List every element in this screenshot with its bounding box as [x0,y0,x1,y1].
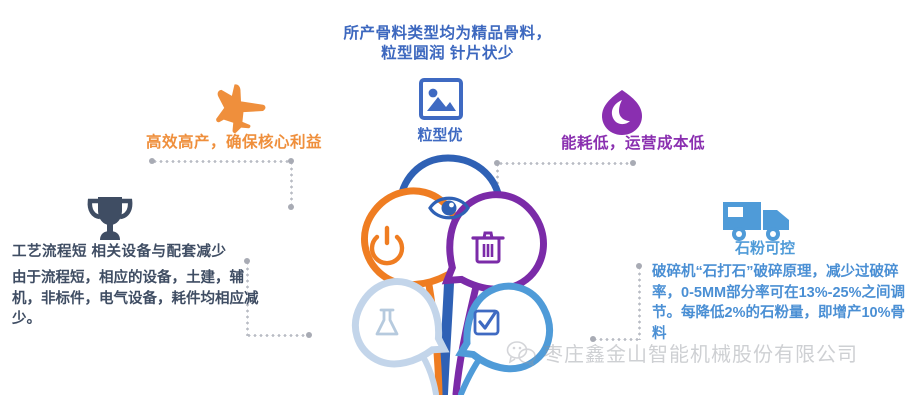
connector-left-top-horizontal [152,160,292,163]
top-center-headline: 所产骨料类型均为精品骨料，粒型圆润 针片状少 [343,25,552,62]
connector-node [244,258,250,264]
connector-left-bottom-vertical [246,260,249,336]
checkbox-icon [473,309,500,336]
truck-icon [723,202,789,241]
connector-left-top-vertical [290,160,293,208]
connector-node [630,160,636,166]
far-right-body: 破碎机“石打石”破碎原理，减少过破碎率，0-5MM部分率可在13%-25%之间调… [652,264,905,342]
trash-icon [471,231,505,264]
left-top-headline: 高效高产，确保核心利益 [146,134,323,151]
petal-flower-graphic [351,154,554,395]
connector-node [288,158,294,164]
connector-node [306,332,312,338]
airplane-icon [216,84,266,133]
connector-node [636,263,642,269]
connector-right-top-horizontal [498,162,633,165]
leaf-icon [602,90,642,135]
right-top-headline: 能耗低，运营成本低 [561,135,706,152]
power-icon [369,225,405,266]
trophy-icon [87,197,133,240]
far-left-headline: 工艺流程短 相关设备与配套减少 [12,244,227,260]
top-center-label: 粒型优 [417,127,463,144]
connector-node [149,158,155,164]
connector-node [590,336,596,342]
connector-node [494,160,500,166]
image-photo-icon [419,78,463,120]
eye-icon [428,196,470,220]
flask-icon [375,308,399,336]
connector-node [288,204,294,210]
far-left-body: 由于流程短，相应的设备，土建，辅机，非标件，电气设备，耗件均相应减少。 [12,270,259,328]
connector-left-bottom-horizontal [246,334,308,337]
far-right-label: 石粉可控 [734,240,795,257]
connector-right-bottom-horizontal [592,338,640,341]
connector-right-bottom-vertical [638,265,641,340]
